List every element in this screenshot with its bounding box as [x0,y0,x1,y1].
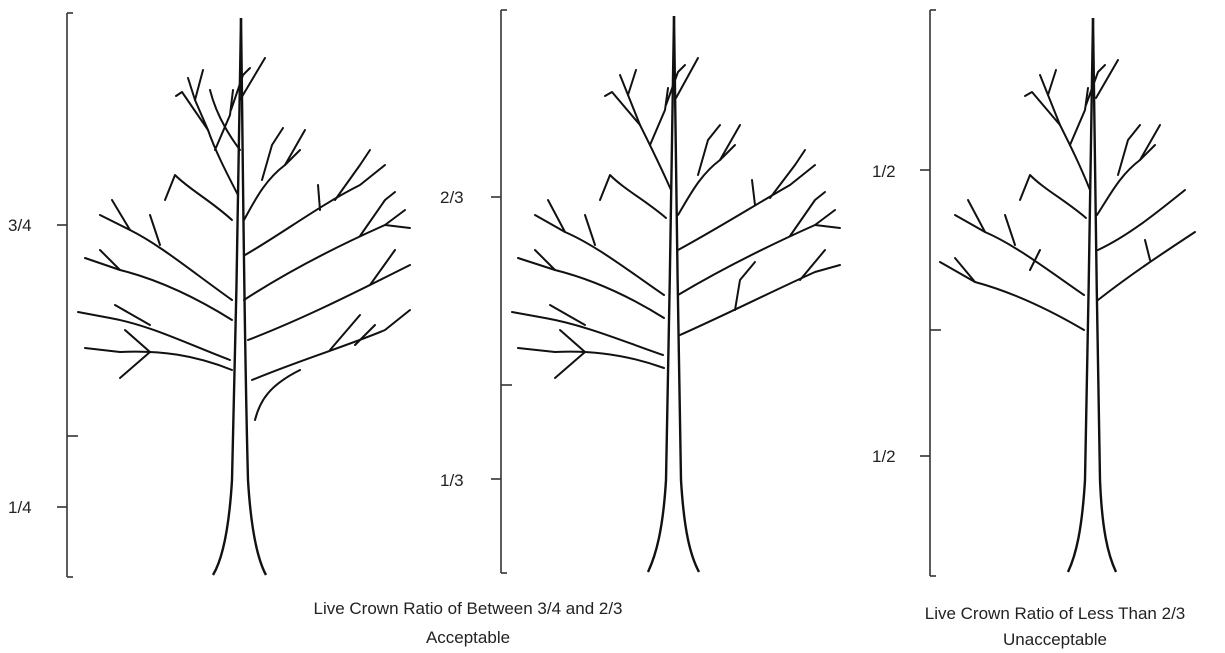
tree-3-upper-label: 1/2 [872,162,896,181]
tree-1-group: 3/4 1/4 [8,13,410,577]
tree-3-group: 1/2 1/2 [872,10,1195,576]
caption-left-line-2: Acceptable [426,628,510,647]
height-bracket-tree-1 [57,13,78,577]
height-bracket-tree-3 [920,10,941,576]
tree-2-lower-label: 1/3 [440,471,464,490]
caption-left-line-1: Live Crown Ratio of Between 3/4 and 2/3 [313,599,622,618]
caption-right-line-1: Live Crown Ratio of Less Than 2/3 [925,604,1186,623]
tree-3-lower-label: 1/2 [872,447,896,466]
tree-2-upper-label: 2/3 [440,188,464,207]
height-bracket-tree-2 [491,10,512,573]
caption-right-line-2: Unacceptable [1003,630,1107,649]
tree-1-trunk [241,18,266,575]
tree-3-branches [940,60,1195,330]
tree-1-lower-label: 1/4 [8,498,32,517]
tree-1-upper-label: 3/4 [8,216,32,235]
tree-2-group: 2/3 1/3 [440,10,840,573]
